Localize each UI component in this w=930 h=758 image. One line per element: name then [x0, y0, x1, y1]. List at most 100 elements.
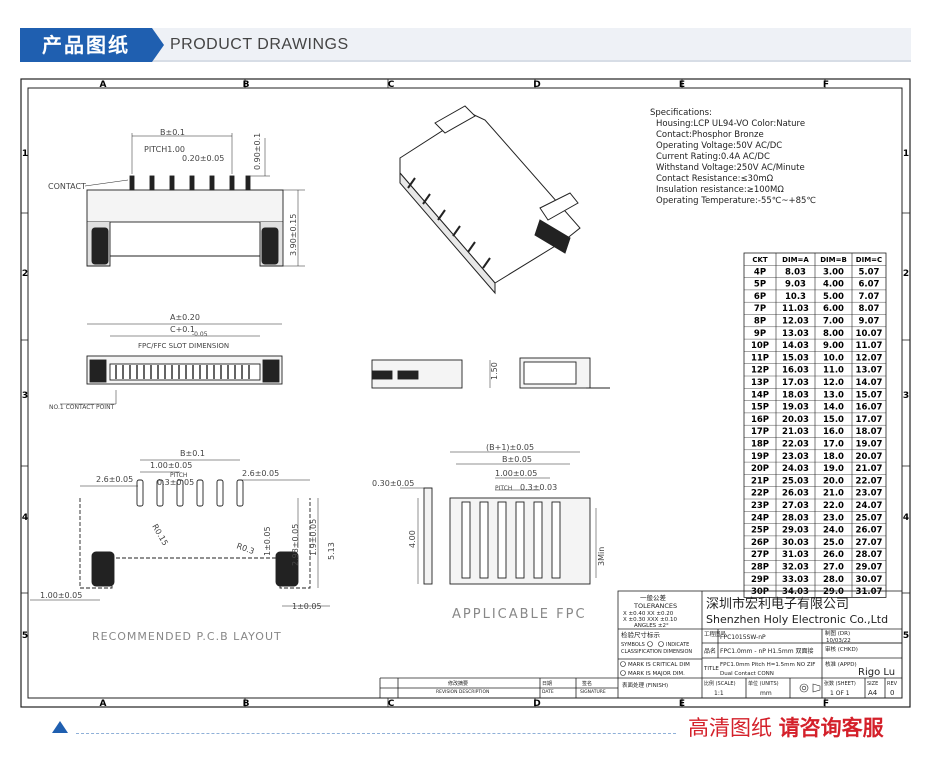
dimension-table-cell: 25.0 [823, 538, 844, 548]
dimension-table-cell: 13.0 [823, 390, 844, 400]
dimension-table-cell: 8P [754, 317, 766, 327]
dimension-table-cell: 25.07 [856, 513, 883, 523]
dimension-table-cell: 27.03 [782, 501, 809, 511]
dimension-table-cell: 26.0 [823, 550, 844, 560]
dimension-table-cell: 26.03 [782, 489, 809, 499]
col-label-d-bottom: D [533, 699, 540, 708]
fpc-dims: (B+1)±0.05 B±0.05 1.00±0.05 PITCH 0.3±0.… [372, 443, 606, 622]
size-label: SIZE [867, 681, 878, 687]
dimension-table-cell: 29P [751, 575, 769, 585]
dimension-table-cell: 20.03 [782, 415, 809, 425]
dimension-table-cell: 7.07 [859, 292, 880, 302]
pcb-dim-1: 1±0.05 [263, 526, 272, 556]
spec-title: Specifications: [650, 108, 712, 118]
dimension-table-cell: 20.0 [823, 476, 844, 486]
dimension-table-cell: 13.07 [856, 366, 883, 376]
dimension-table-cell: 6.00 [823, 304, 844, 314]
dimension-table-cell: 27.0 [823, 563, 844, 573]
row-label-4-right: 4 [903, 513, 909, 523]
dimension-table-cell: 12.07 [856, 353, 883, 363]
rev-col-desc-en: REVISION DESCRIPTION [436, 689, 489, 695]
dimension-table-cell: 15.0 [823, 415, 844, 425]
top-view-dims: A±0.20 C+0.1 -0.05 FPC/FFC SLOT DIMENSIO… [49, 313, 229, 411]
dimension-table-cell: 10.0 [823, 353, 844, 363]
dimension-table-cell: 27P [751, 550, 769, 560]
col-label-e: E [679, 80, 685, 90]
dr-date: 10/03/22 [826, 638, 851, 644]
footer-contact-text[interactable]: 高清图纸 请咨询客服 [688, 712, 884, 742]
header-title-en: PRODUCT DRAWINGS [170, 36, 349, 53]
page-header: 产品图纸 PRODUCT DRAWINGS [20, 28, 911, 62]
col-label-d: D [533, 80, 540, 90]
inner-frame [27, 87, 903, 699]
dimension-table-cell: 16.03 [782, 366, 809, 376]
row-label-5-right: 5 [903, 631, 909, 641]
scale-value: 1:1 [714, 690, 724, 697]
dimension-table-cell: 28P [751, 563, 769, 573]
dimension-table-cell: 29.0 [823, 587, 844, 597]
dimension-table-cell: 33.03 [782, 575, 809, 585]
fpc-dim-b1: (B+1)±0.05 [486, 443, 534, 452]
dimension-table-cell: 29.07 [856, 563, 883, 573]
pcb-dim-1r: 1±0.05 [292, 602, 322, 611]
footer-red-text: 高清图纸 [688, 716, 772, 740]
dimension-table-cell: 17P [751, 427, 769, 437]
dimension-table-cell: 23.07 [856, 489, 883, 499]
pcb-dim-26r: 2.6±0.05 [242, 469, 279, 478]
dimension-table-header: DIM=C [856, 256, 882, 264]
dimension-table-cell: 25.03 [782, 476, 809, 486]
row-label-1-right: 1 [903, 149, 909, 159]
dr-label: 制图 (DR) [825, 629, 850, 637]
title-en-2: Dual Contact CONN [720, 671, 774, 677]
col-label-c-bottom: C [388, 699, 395, 708]
dimension-table-cell: 5.07 [859, 267, 880, 277]
rev-value: 0 [890, 689, 894, 697]
dimension-table-cell: 30.03 [782, 538, 809, 548]
dimension-table-cell: 26P [751, 538, 769, 548]
fpc-title: APPLICABLE FPC [452, 607, 587, 622]
check-title: 检验尺寸标示 [621, 630, 661, 639]
dimension-table-cell: 12.0 [823, 378, 844, 388]
dimension-table-cell: 17.0 [823, 440, 844, 450]
tol-en: TOLERANCES [633, 602, 677, 610]
dimension-table-cell: 7.00 [823, 317, 844, 327]
pcb-dim-100l: 1.00±0.05 [40, 591, 82, 600]
dimension-table-cell: 23.03 [782, 452, 809, 462]
dim-pitch100: PITCH1.00 [144, 145, 185, 154]
dim-b01: B±0.1 [160, 128, 185, 137]
dimension-table-cell: 11.03 [782, 304, 809, 314]
dimension-table-cell: 28.0 [823, 575, 844, 585]
dimension-table-cell: 28.07 [856, 550, 883, 560]
dim-h090: 0.90±0.1 [253, 133, 262, 170]
col-label-e-bottom: E [679, 699, 685, 708]
product-label: 品名 [704, 647, 716, 655]
dimension-table-cell: 18.03 [782, 390, 809, 400]
pcb-dim-513: 5.13 [327, 542, 336, 560]
spec-line-8: Operating Temperature:-55℃~+85℃ [656, 196, 816, 206]
side-view [371, 357, 610, 389]
tol-title: 一般公差 [640, 593, 667, 602]
fpc-slot-label: FPC/FFC SLOT DIMENSION [138, 342, 229, 350]
row-label-5: 5 [22, 631, 28, 641]
dimension-table-cell: 23.0 [823, 513, 844, 523]
appd-label: 核准 (APPD) [825, 660, 857, 668]
fpc-dim-b: B±0.05 [502, 455, 532, 464]
dimension-table-cell: 30.07 [856, 575, 883, 585]
dimension-table-cell: 19P [751, 452, 769, 462]
row-label-3-right: 3 [903, 391, 909, 401]
dimension-table-cell: 26.07 [856, 526, 883, 536]
header-arrow-icon [152, 28, 164, 62]
dimension-table-cell: 19.07 [856, 440, 883, 450]
mark-icons [620, 641, 664, 676]
grid-labels: A B C D E F A B C D E F 1 2 3 4 5 1 2 3 … [22, 80, 909, 708]
dimension-table-cell: 16.0 [823, 427, 844, 437]
dimension-table-cell: 22.03 [782, 440, 809, 450]
dimension-table-cell: 24P [751, 513, 769, 523]
dimension-table-cell: 10P [751, 341, 769, 351]
dimension-table-cell: 31.07 [856, 587, 883, 597]
dimension-table-cell: 23P [751, 501, 769, 511]
grid-ticks [21, 79, 910, 707]
dimension-table-cell: 14.0 [823, 403, 844, 413]
dimension-table-cell: 4P [754, 267, 766, 277]
